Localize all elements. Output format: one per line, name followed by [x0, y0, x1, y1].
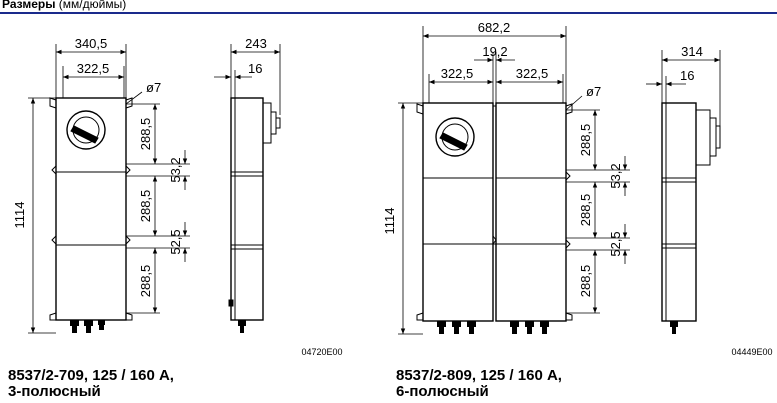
diagram2-label-section-1: 288,5 — [578, 124, 593, 157]
diagram2-label-width-total: 682,2 — [478, 20, 511, 35]
diagram1-front-view — [49, 97, 133, 333]
diagram1-label-width-total: 340,5 — [75, 36, 108, 51]
diagram2-enclosure-right — [495, 102, 567, 322]
diagram1-caption: 8537/2-709, 125 / 160 А, 3-полюсный — [8, 368, 174, 400]
diagram1-label-width-inner: 322,5 — [77, 61, 110, 76]
diagram1-label-depth: 243 — [245, 36, 267, 51]
header-title-rest: (мм/дюймы) — [55, 0, 127, 11]
diagram1-label-offset: 16 — [248, 61, 262, 76]
diagram2-cable-glands-icon — [437, 321, 549, 334]
diagram2-enclosure-left — [422, 102, 494, 322]
diagram1-label-gap-2: 52,5 — [168, 229, 183, 254]
diagram2-label-gap-2: 52,5 — [608, 231, 623, 256]
diagram2-label-section-2: 288,5 — [578, 194, 593, 227]
diagram1-label-section-1: 288,5 — [138, 118, 153, 151]
diagram1-side-dimension-lines — [214, 44, 281, 115]
diagram2-label-offset: 16 — [680, 68, 694, 83]
diagram1-mount-ear-tr — [125, 97, 133, 109]
diagram1-side-view — [228, 97, 281, 333]
diagram2-caption-line2: 6-полюсный — [396, 383, 489, 400]
diagram2-drawing-code: 04449E00 — [731, 347, 772, 357]
diagram2-label-hole: ø7 — [586, 84, 601, 99]
diagram1-caption-line1: 8537/2-709, 125 / 160 А, — [8, 367, 174, 384]
diagram1-side-gland-icon — [238, 320, 246, 333]
diagram2-label-gap-1: 53,2 — [608, 163, 623, 188]
diagram1-cable-glands-icon — [70, 320, 105, 333]
diagram2-label-width-left: 322,5 — [441, 66, 474, 81]
diagram1-mount-ear-mr — [125, 235, 131, 245]
page-header-title: Размеры (мм/дюймы) — [2, 0, 126, 11]
header-accent-line — [0, 12, 777, 14]
diagram2-side-dimension-lines — [646, 50, 721, 126]
diagram1-mount-ear-br — [125, 312, 133, 321]
diagram1-rotary-handle-icon — [66, 110, 106, 150]
diagram1-mount-ear-tl — [49, 97, 57, 109]
diagram1-label-height-total: 1114 — [12, 202, 27, 229]
header-title-bold: Размеры — [2, 0, 56, 11]
diagram2-label-width-right: 322,5 — [516, 66, 549, 81]
diagram1-mount-ear-bl — [49, 312, 57, 321]
page-header: Размеры (мм/дюймы) — [0, 0, 777, 14]
diagram2-side-gland-icon — [670, 321, 678, 334]
diagram2-rotary-handle-icon — [435, 117, 475, 157]
diagram1-label-section-2: 288,5 — [138, 190, 153, 223]
diagram1-caption-line2: 3-полюсный — [8, 383, 101, 400]
diagram1-label-hole: ø7 — [146, 80, 161, 95]
diagram2-label-section-3: 288,5 — [578, 265, 593, 298]
diagram1-label-gap-1: 53,2 — [168, 157, 183, 182]
diagram2-label-width-gap: 19,2 — [482, 44, 507, 59]
diagram1-drawing-code: 04720E00 — [301, 347, 342, 357]
diagram1-dimension-lines — [28, 44, 190, 334]
diagram1-label-section-3: 288,5 — [138, 265, 153, 298]
diagram2-front-view — [416, 102, 573, 334]
diagram2-dimension-lines — [398, 26, 630, 335]
diagram2-caption-line1: 8537/2-809, 125 / 160 А, — [396, 367, 562, 384]
diagram2-caption: 8537/2-809, 125 / 160 А, 6-полюсный — [396, 368, 562, 400]
diagram2-label-height-total: 1114 — [382, 208, 397, 235]
diagram2-side-view — [661, 102, 721, 334]
diagram2-label-depth: 314 — [681, 44, 703, 59]
diagram1-mount-ear-ml — [51, 235, 57, 245]
